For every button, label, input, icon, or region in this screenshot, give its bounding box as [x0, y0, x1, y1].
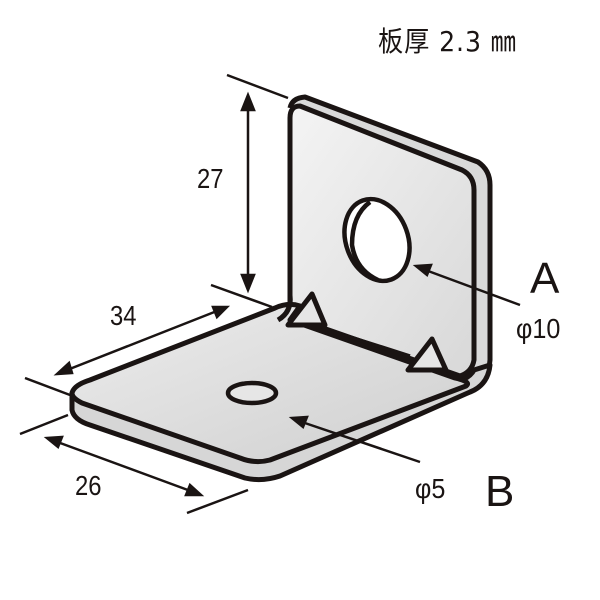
bend-curve [276, 294, 293, 323]
hole-a-label: A [530, 254, 560, 303]
dimension-lines [19, 73, 521, 515]
hole-a-diameter-label: φ10 [516, 313, 561, 344]
hole-b-label: B [485, 467, 515, 516]
rib-triangle-bottom [405, 336, 449, 373]
horizontal-plate [69, 301, 493, 483]
hole-b-diameter-label: φ5 [415, 473, 446, 504]
width-dimension-label: 26 [75, 470, 102, 501]
plate-thickness-label: 板厚 2.3 ㎜ [378, 25, 517, 58]
hole-a [342, 196, 412, 284]
length-dimension-label: 34 [110, 300, 137, 331]
rib-triangle-top [285, 291, 328, 328]
hole-b [225, 380, 279, 406]
height-dimension-label: 27 [197, 163, 224, 194]
